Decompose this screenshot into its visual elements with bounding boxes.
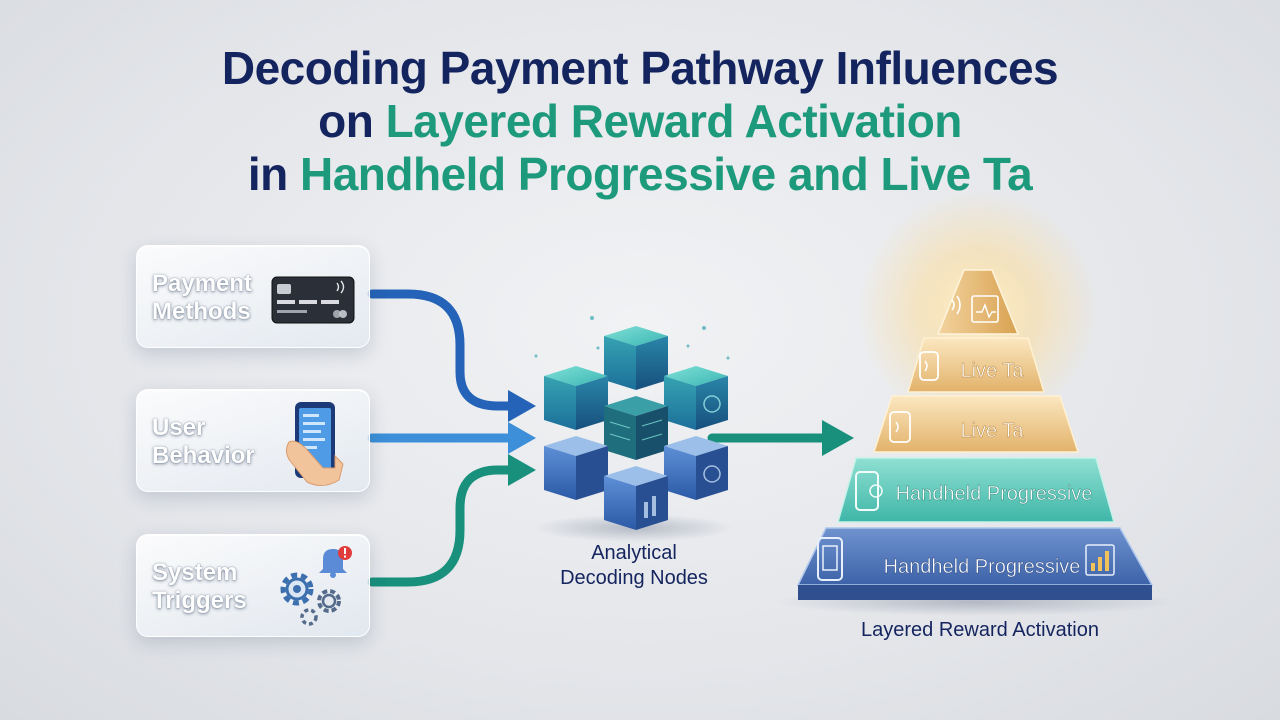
pyramid-tier-5 bbox=[796, 527, 1154, 600]
tier-3-label: Live Ta bbox=[960, 420, 1024, 442]
pyramid-tier-1 bbox=[936, 269, 1020, 335]
pyramid-labels: Live Ta Live Ta Handheld Progressive Han… bbox=[883, 360, 1093, 578]
decoding-node-cluster bbox=[534, 316, 734, 542]
arrow-payment-methods bbox=[367, 289, 517, 411]
flow-arrows bbox=[367, 289, 854, 587]
tier-4-label: Handheld Progressive bbox=[896, 483, 1093, 505]
arrow-head-triggers bbox=[508, 454, 536, 486]
source-card-payment-methods: Payment Methods bbox=[136, 245, 370, 348]
source-card-system-triggers: System Triggers bbox=[136, 534, 370, 637]
gears-notification-icon bbox=[280, 546, 352, 626]
title-line-3: in Handheld Progressive and Live Ta bbox=[247, 148, 1033, 200]
title-line-2: on Layered Reward Activation bbox=[318, 95, 962, 147]
title-line-1: Decoding Payment Pathway Influences bbox=[221, 42, 1059, 94]
sparkle-dots bbox=[534, 316, 730, 360]
cube-node bbox=[604, 326, 668, 390]
source-label: User Behavior bbox=[152, 414, 255, 469]
arrow-head-payment bbox=[508, 390, 536, 422]
cube-node bbox=[604, 466, 668, 530]
reward-pyramid: Live Ta Live Ta Handheld Progressive Han… bbox=[776, 190, 1176, 616]
tier-5-label: Handheld Progressive bbox=[884, 556, 1081, 578]
source-label: Payment Methods bbox=[152, 270, 253, 325]
pyramid-tier-4 bbox=[837, 457, 1115, 523]
smartphone-hand-icon bbox=[285, 402, 344, 486]
cube-node bbox=[544, 366, 608, 430]
pyramid-caption: Layered Reward Activation bbox=[861, 619, 1099, 641]
cube-node bbox=[544, 436, 608, 500]
pyramid-tier-3 bbox=[872, 395, 1080, 453]
credit-card-icon bbox=[271, 276, 355, 324]
pyramid-tier-2 bbox=[906, 337, 1046, 393]
source-label: System Triggers bbox=[152, 559, 247, 614]
decoder-caption: Analytical Decoding Nodes bbox=[560, 542, 708, 589]
source-card-user-behavior: User Behavior bbox=[136, 389, 370, 492]
arrow-head-behavior bbox=[508, 422, 536, 454]
arrow-head-pyramid bbox=[822, 420, 854, 456]
arrow-system-triggers bbox=[367, 465, 517, 587]
cube-node bbox=[664, 436, 728, 500]
cube-node-center bbox=[604, 396, 668, 460]
tier-2-label: Live Ta bbox=[960, 360, 1024, 382]
page-title: Decoding Payment Pathway Influences on L… bbox=[0, 42, 1280, 201]
cube-node bbox=[664, 366, 728, 430]
